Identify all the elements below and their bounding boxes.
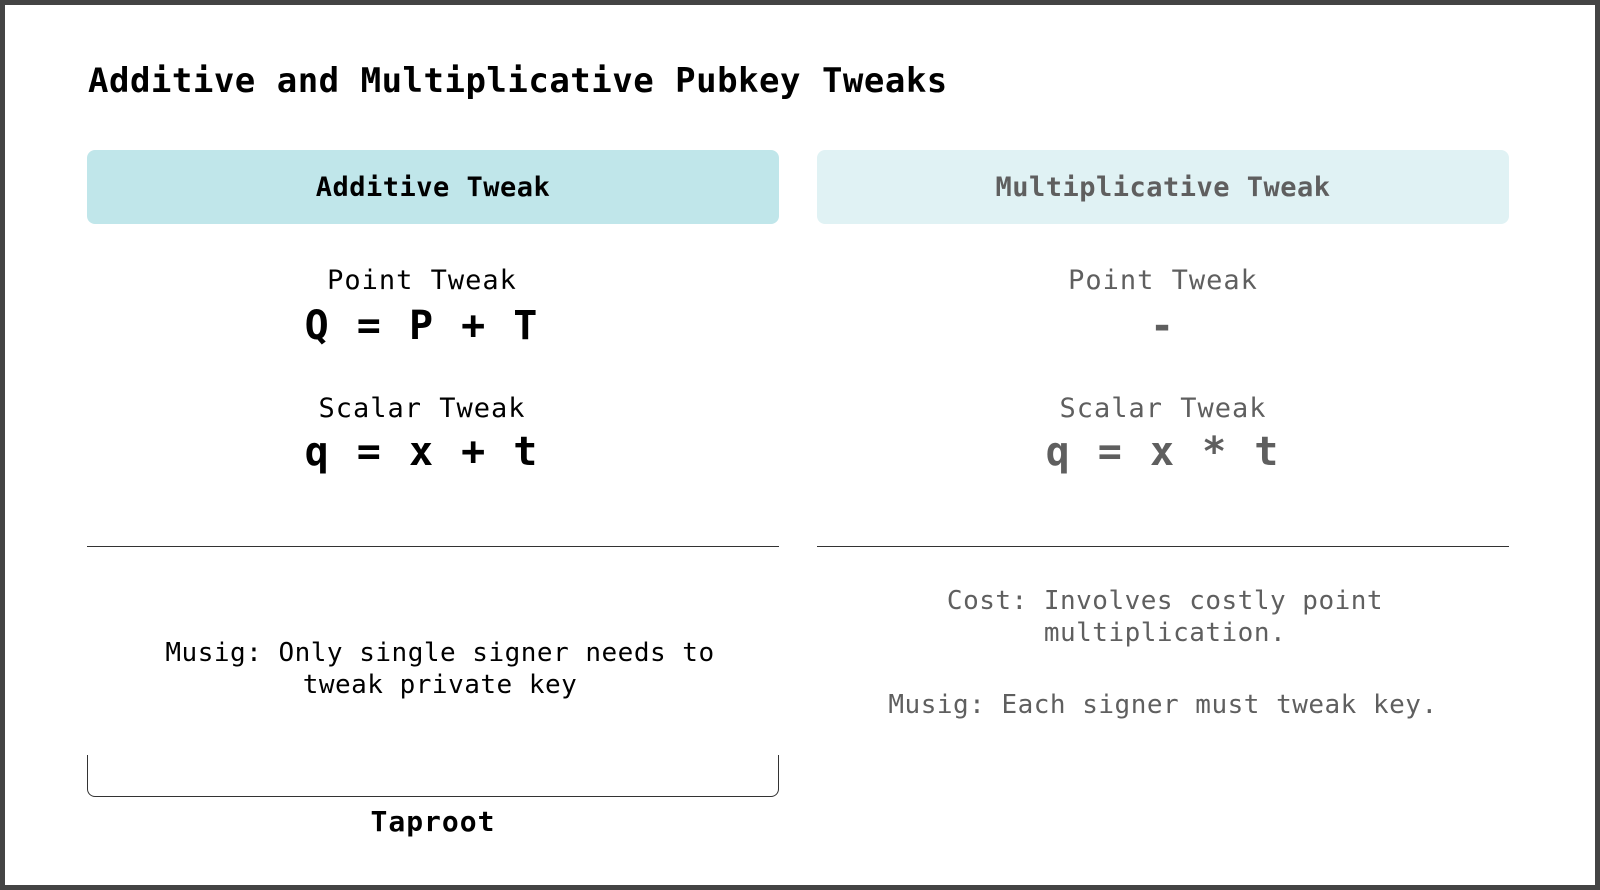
additive-tweak-header-label: Additive Tweak [315,171,551,203]
multiplicative-point-tweak-label: Point Tweak [1068,265,1258,296]
additive-point-tweak-label: Point Tweak [327,265,517,296]
additive-scalar-tweak-formula: q = x + t [304,429,540,475]
taproot-label: Taproot [370,805,496,838]
taproot-bracket [87,755,779,797]
multiplicative-scalar-tweak-label: Scalar Tweak [1059,393,1267,424]
multiplicative-tweak-header-label: Multiplicative Tweak [995,171,1331,203]
additive-point-tweak-formula: Q = P + T [304,303,540,349]
multiplicative-point-tweak-formula: - [1149,303,1177,349]
multiplicative-cost-note: Cost: Involves costly point multiplicati… [946,586,1384,648]
multiplicative-tweak-header: Multiplicative Tweak [817,150,1509,224]
slide-title: Additive and Multiplicative Pubkey Tweak… [88,61,948,101]
additive-musig-note: Musig: Only single signer needs to tweak… [165,638,715,700]
additive-tweak-header: Additive Tweak [87,150,779,224]
additive-divider [87,546,779,547]
additive-scalar-tweak-label: Scalar Tweak [318,393,526,424]
multiplicative-musig-note: Musig: Each signer must tweak key. [888,690,1438,720]
multiplicative-divider [817,546,1509,547]
multiplicative-scalar-tweak-formula: q = x * t [1045,429,1281,475]
